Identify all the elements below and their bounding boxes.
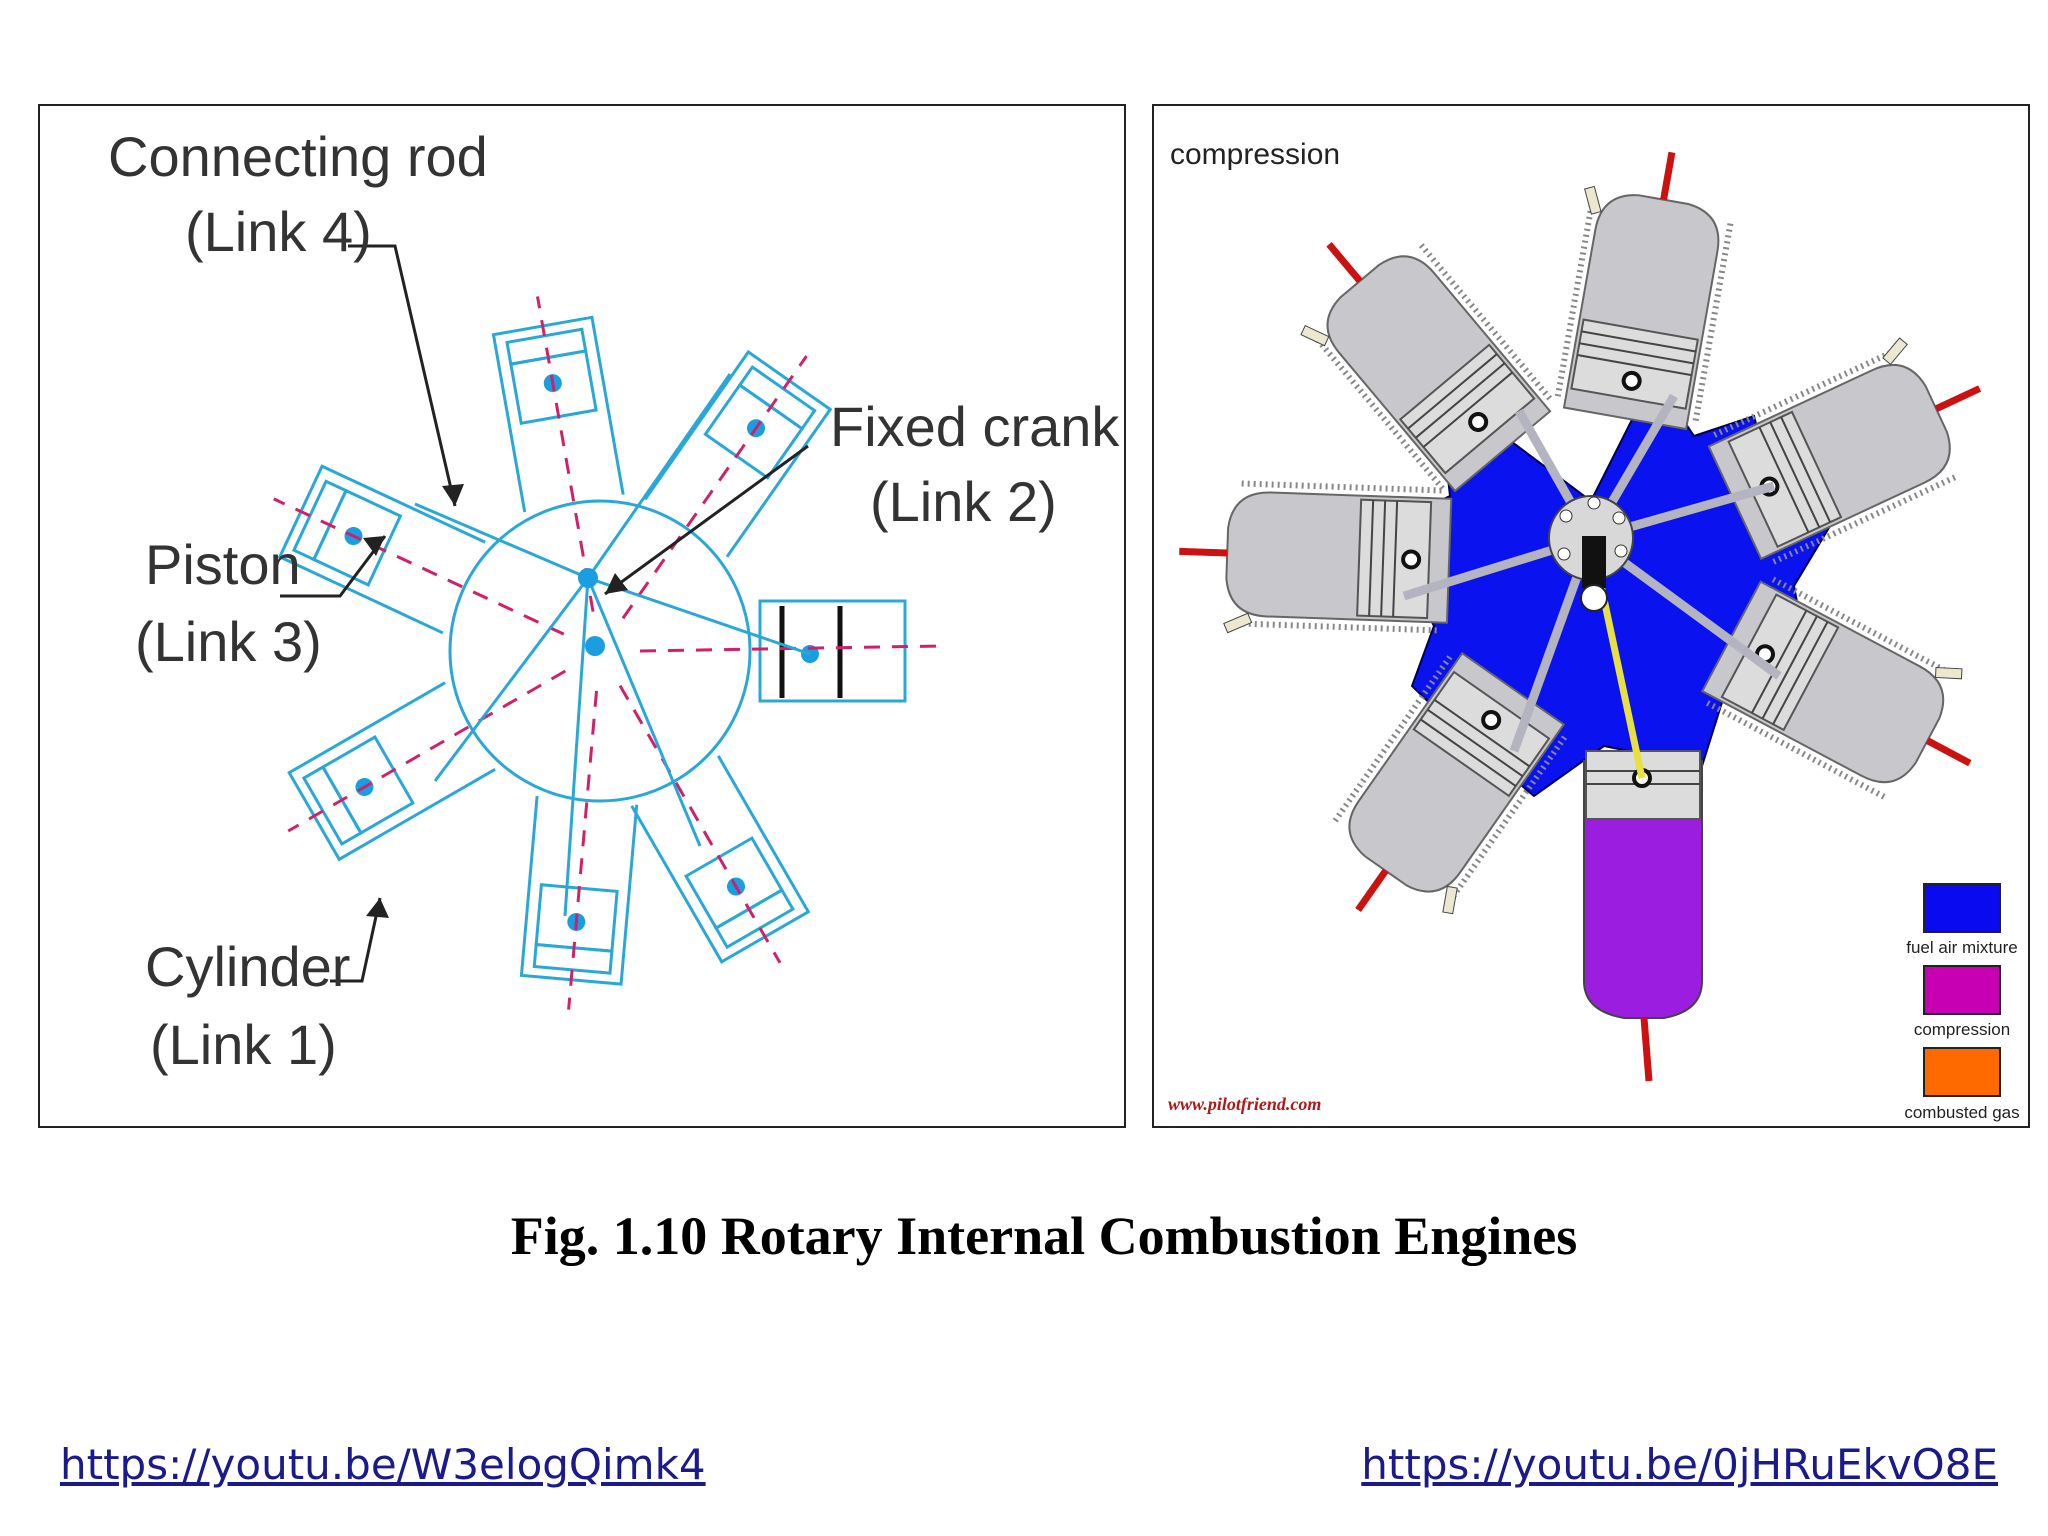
master-pin (578, 568, 598, 588)
piston-label: Piston (145, 533, 301, 596)
cylinder-bottom (517, 684, 648, 1016)
connecting-rod-link-label: (Link 4) (185, 200, 372, 263)
stage-label: compression (1170, 138, 1340, 171)
engine-animation-svg: compression (1168, 106, 2020, 1122)
connecting-rods (414, 373, 811, 917)
cylinder-right (639, 599, 941, 703)
cylinder-link-label: (Link 1) (150, 1013, 337, 1076)
kinematic-diagram-svg: Connecting rod (Link 4) Fixed crank (Lin… (108, 125, 1120, 1076)
legend-swatch-combusted (1923, 1047, 2001, 1097)
legend-label-fuel-air: fuel air mixture (1906, 938, 2017, 957)
leader-lines (280, 244, 809, 983)
crank-pins (578, 568, 605, 656)
legend: fuel air mixture compression combusted g… (1904, 883, 2020, 1122)
figure-caption: Fig. 1.10 Rotary Internal Combustion Eng… (510, 1206, 1578, 1266)
engine-hub (1548, 495, 1634, 612)
cylinder-set (251, 286, 849, 1016)
crankcase-outline (448, 499, 752, 803)
engine-cylinder-top (1547, 139, 1741, 431)
cylinder-label: Cylinder (145, 935, 350, 998)
legend-swatch-fuel-air (1923, 883, 2001, 933)
fixed-crank-pin (585, 636, 605, 656)
legend-swatch-compression (1923, 965, 2001, 1015)
watermark: www.pilotfriend.com (1168, 1094, 1321, 1114)
legend-label-combusted: combusted gas (1904, 1103, 2019, 1122)
connecting-rod-label: Connecting rod (108, 125, 488, 188)
cylinder-top (486, 286, 644, 622)
engine-cylinder-bottom (1583, 750, 1703, 1082)
video-link-right[interactable]: https://youtu.be/0jHRuEkvO8E (1361, 1440, 1998, 1489)
piston-link-label: (Link 3) (135, 610, 322, 673)
leader-arrowheads (363, 484, 628, 918)
engine-cylinder-left (1176, 481, 1451, 640)
engine-cylinder-right (1701, 316, 2009, 566)
video-link-left[interactable]: https://youtu.be/W3elogQimk4 (60, 1440, 706, 1489)
rotary-engine-kinematic-diagram: Connecting rod (Link 4) Fixed crank (Lin… (38, 104, 1126, 1128)
legend-label-compression: compression (1914, 1020, 2010, 1039)
fixed-crank-link-label: (Link 2) (870, 470, 1057, 533)
rotary-engine-animation-frame: compression (1152, 104, 2030, 1128)
fixed-crank-label: Fixed crank (830, 395, 1120, 458)
